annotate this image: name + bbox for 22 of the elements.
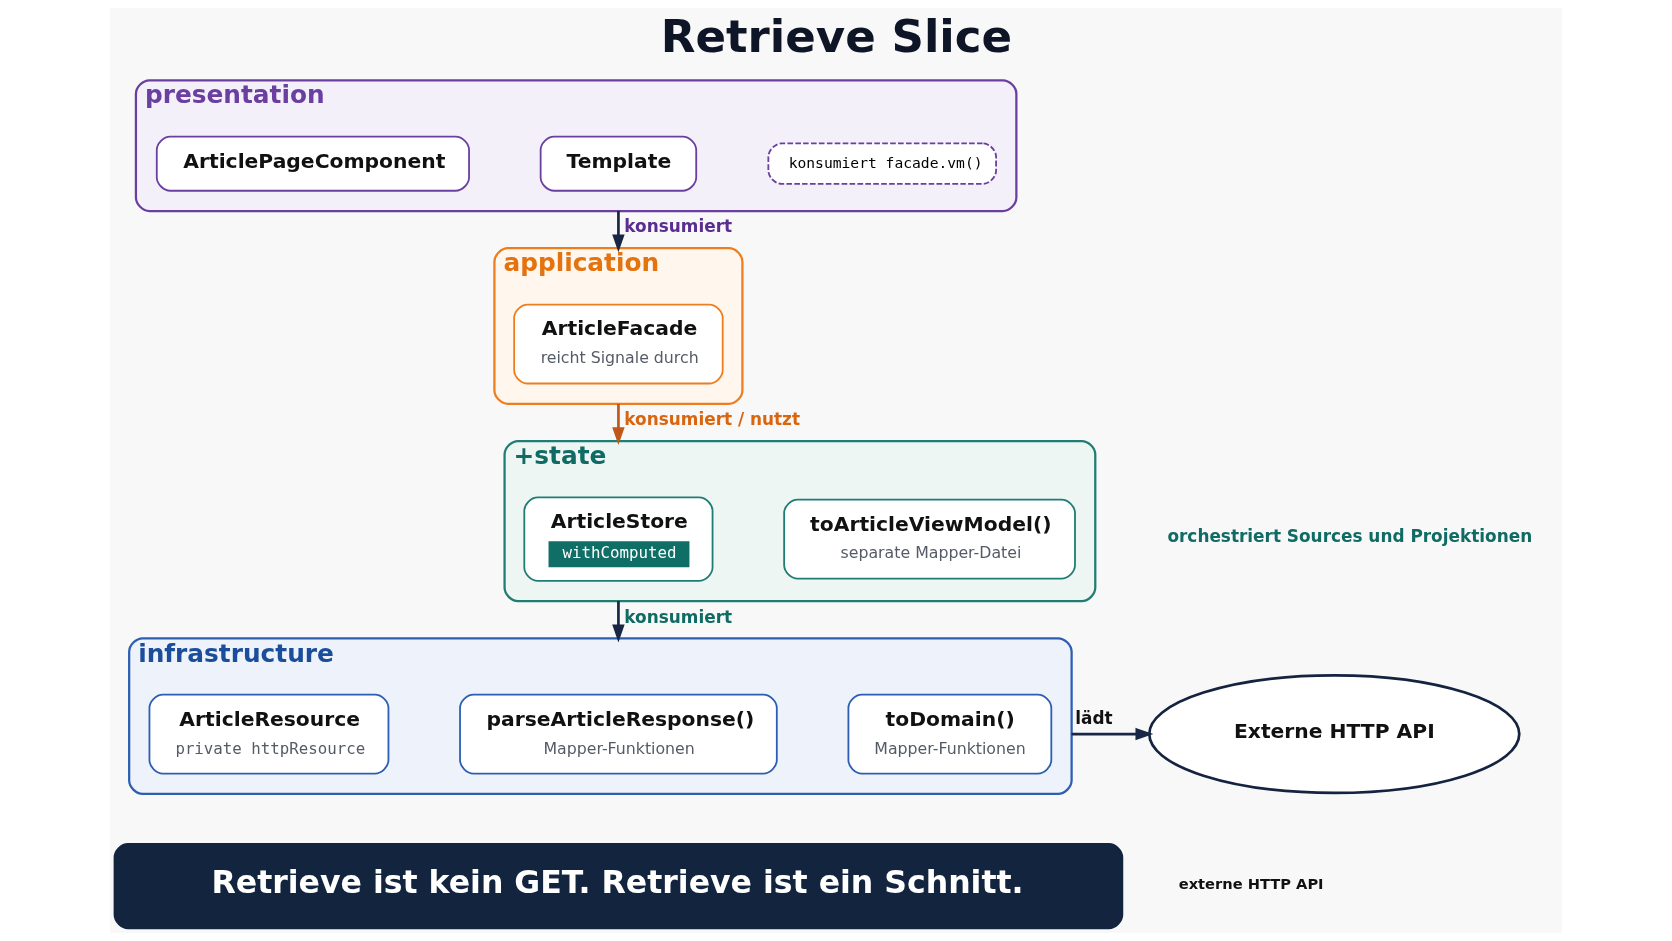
node-ellipse: Externe HTTP API	[1147, 673, 1521, 795]
node-box: konsumiert facade.vm()	[767, 142, 997, 185]
node-box: ArticlePageComponent	[155, 135, 470, 192]
node-box: toDomain() Mapper-Funktionen	[847, 693, 1053, 775]
edge-label: lädt	[1075, 707, 1113, 728]
edge-label: konsumiert	[624, 216, 733, 237]
node-box: ArticleFacade reicht Signale durch	[513, 303, 724, 385]
node-box: ArticleResource private httpResource	[148, 693, 390, 775]
arrow	[612, 403, 625, 446]
diagram-title: Retrieve Slice	[660, 10, 1013, 64]
node-box: Retrieve ist kein GET. Retrieve ist ein Schnitt.	[113, 842, 1124, 930]
label: orchestriert Sources und Projektionen	[1167, 525, 1533, 546]
node-box: ArticleStore withComputed	[523, 496, 714, 582]
edge-label: konsumiert	[624, 606, 733, 627]
arrow	[612, 601, 625, 643]
arrow	[612, 211, 625, 253]
label: externe HTTP API	[1178, 874, 1324, 892]
arrow	[1071, 727, 1154, 741]
node-box: Template	[539, 135, 698, 192]
node-box: parseArticleResponse() Mapper-Funktionen	[459, 693, 778, 775]
node-box: toArticleViewModel() separate Mapper-Datei	[783, 498, 1076, 580]
edge-label: konsumiert / nutzt	[624, 409, 800, 430]
